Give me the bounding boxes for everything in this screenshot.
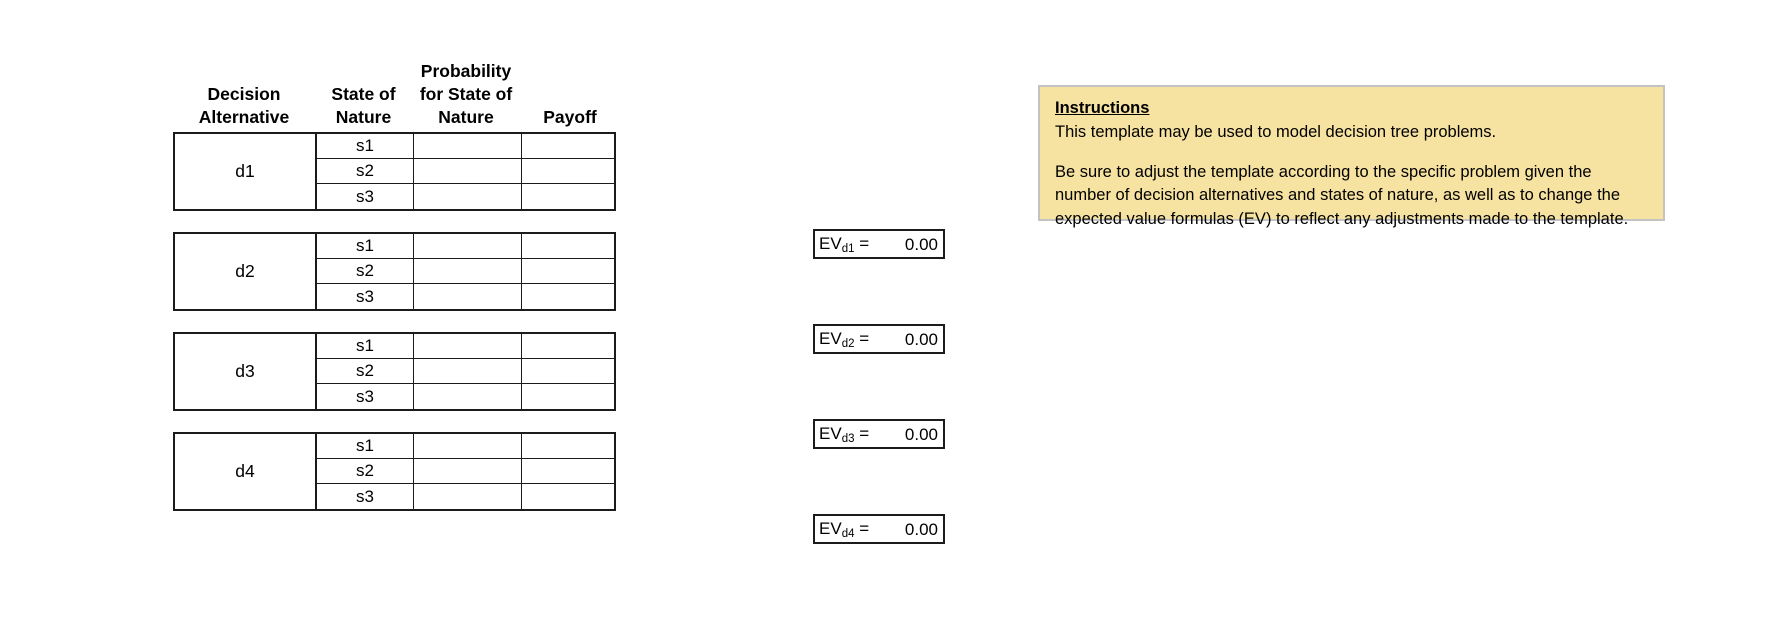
decision-alternative-cell-d1[interactable]: d1: [175, 134, 317, 209]
payoff-cell[interactable]: [522, 359, 614, 383]
state-rows-d2: s1 s2 s3: [317, 234, 614, 309]
ev-label-d1: EVd1 =: [819, 234, 870, 256]
state-cell[interactable]: s3: [317, 184, 414, 209]
payoff-cell[interactable]: [522, 384, 614, 409]
state-cell[interactable]: s3: [317, 284, 414, 309]
header-decision-alternative: Decision Alternative: [173, 83, 315, 130]
table-row: s2: [317, 459, 614, 484]
instructions-title: Instructions: [1055, 99, 1150, 117]
payoff-cell[interactable]: [522, 184, 614, 209]
state-cell[interactable]: s2: [317, 259, 414, 283]
payoff-cell[interactable]: [522, 334, 614, 358]
ev-box-d2[interactable]: EVd2 = 0.00: [813, 324, 945, 354]
instructions-paragraph-1: This template may be used to model decis…: [1055, 123, 1497, 142]
ev-label-d3: EVd3 =: [819, 424, 870, 446]
payoff-cell[interactable]: [522, 459, 614, 483]
state-cell[interactable]: s1: [317, 434, 414, 458]
ev-value-d4: 0.00: [904, 519, 938, 539]
header-payoff: Payoff: [543, 106, 597, 127]
state-rows-d1: s1 s2 s3: [317, 134, 614, 209]
payoff-cell[interactable]: [522, 484, 614, 509]
header-probability-line3: Nature: [438, 106, 494, 127]
decision-alternative-cell-d3[interactable]: d3: [175, 334, 317, 409]
table-row: s2: [317, 259, 614, 284]
payoff-cell[interactable]: [522, 159, 614, 183]
state-cell[interactable]: s1: [317, 134, 414, 158]
state-cell[interactable]: s1: [317, 334, 414, 358]
instructions-panel: Instructions This template may be used t…: [1038, 85, 1665, 228]
state-cell[interactable]: s1: [317, 234, 414, 258]
ev-value-d2: 0.00: [904, 329, 938, 349]
table-row: s1: [317, 134, 614, 159]
table-row: s2: [317, 159, 614, 184]
instructions-paragraph-2: Be sure to adjust the template according…: [1055, 162, 1629, 228]
instructions-spacer: [1055, 145, 1647, 161]
state-rows-d3: s1 s2 s3: [317, 334, 614, 409]
probability-cell[interactable]: [414, 434, 522, 458]
ev-value-d1: 0.00: [904, 234, 938, 254]
payoff-cell[interactable]: [522, 284, 614, 309]
header-probability-line2: for State of: [419, 83, 513, 104]
state-cell[interactable]: s3: [317, 384, 414, 409]
probability-cell[interactable]: [414, 459, 522, 483]
state-cell[interactable]: s2: [317, 459, 414, 483]
header-state-of-nature-line2: Nature: [335, 106, 392, 127]
probability-cell[interactable]: [414, 284, 522, 309]
header-probability-line1: Probability: [420, 60, 512, 81]
alternative-block-d4: d4 s1 s2 s3: [173, 432, 616, 511]
probability-cell[interactable]: [414, 359, 522, 383]
table-header-row: Decision Alternative State of Nature Pro…: [173, 58, 793, 130]
alternative-block-d1: d1 s1 s2 s3: [173, 132, 616, 211]
table-row: s3: [317, 484, 614, 509]
ev-label-d4: EVd4 =: [819, 519, 870, 541]
table-row: s1: [317, 234, 614, 259]
probability-cell[interactable]: [414, 234, 522, 258]
ev-box-d3[interactable]: EVd3 = 0.00: [813, 419, 945, 449]
probability-cell[interactable]: [414, 184, 522, 209]
table-row: s3: [317, 284, 614, 309]
header-state-of-nature-line1: State of: [331, 83, 396, 104]
probability-cell[interactable]: [414, 484, 522, 509]
state-rows-d4: s1 s2 s3: [317, 434, 614, 509]
payoff-cell[interactable]: [522, 134, 614, 158]
state-cell[interactable]: s3: [317, 484, 414, 509]
header-decision-alternative-line2: Alternative: [198, 106, 290, 127]
alternative-block-d3: d3 s1 s2 s3: [173, 332, 616, 411]
table-row: s1: [317, 334, 614, 359]
state-cell[interactable]: s2: [317, 159, 414, 183]
decision-alternative-cell-d4[interactable]: d4: [175, 434, 317, 509]
payoff-cell[interactable]: [522, 434, 614, 458]
ev-label-d2: EVd2 =: [819, 329, 870, 351]
header-state-of-nature: State of Nature: [315, 83, 412, 130]
table-row: s2: [317, 359, 614, 384]
payoff-cell[interactable]: [522, 234, 614, 258]
probability-cell[interactable]: [414, 384, 522, 409]
ev-value-d3: 0.00: [904, 424, 938, 444]
state-cell[interactable]: s2: [317, 359, 414, 383]
alternative-block-d2: d2 s1 s2 s3: [173, 232, 616, 311]
decision-table-area: Decision Alternative State of Nature Pro…: [173, 58, 945, 544]
decision-alternative-cell-d2[interactable]: d2: [175, 234, 317, 309]
ev-box-d4[interactable]: EVd4 = 0.00: [813, 514, 945, 544]
table-row: s1: [317, 434, 614, 459]
payoff-cell[interactable]: [522, 259, 614, 283]
probability-cell[interactable]: [414, 259, 522, 283]
table-row: s3: [317, 384, 614, 409]
ev-box-d1[interactable]: EVd1 = 0.00: [813, 229, 945, 259]
probability-cell[interactable]: [414, 334, 522, 358]
header-decision-alternative-line1: Decision: [207, 83, 281, 104]
probability-cell[interactable]: [414, 159, 522, 183]
header-probability-for-state-of-nature: Probability for State of Nature: [412, 60, 520, 130]
probability-cell[interactable]: [414, 134, 522, 158]
table-row: s3: [317, 184, 614, 209]
